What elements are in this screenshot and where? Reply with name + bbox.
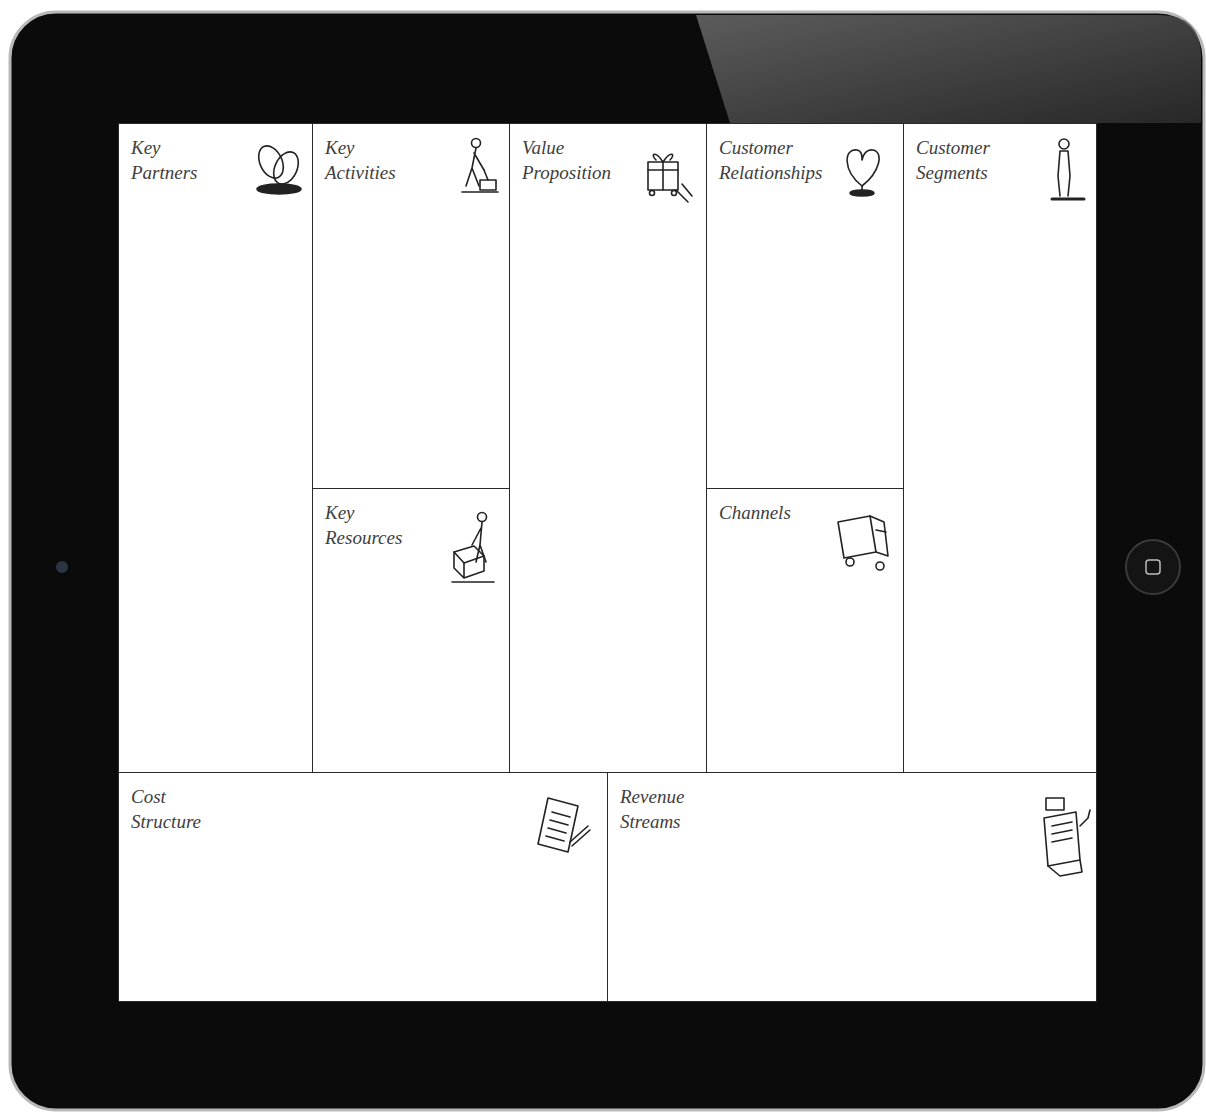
block-heading: Channels bbox=[719, 501, 791, 526]
truck-icon bbox=[838, 516, 888, 570]
canvas-block: Revenue Streams bbox=[607, 772, 1097, 1002]
canvas-ground bbox=[118, 123, 1097, 1002]
home-button bbox=[1126, 540, 1180, 594]
canvas-block: Key Resources bbox=[312, 488, 510, 773]
canvas-block: Key Partners bbox=[118, 123, 313, 773]
tablet-frame bbox=[10, 12, 1204, 1110]
block-heading: Key Activities bbox=[325, 136, 396, 185]
heart-icon bbox=[847, 150, 879, 196]
canvas-block: Channels bbox=[706, 488, 904, 773]
block-heading: Customer Relationships bbox=[719, 136, 822, 185]
block-heading: Key Resources bbox=[325, 501, 402, 550]
home-button-mark bbox=[1146, 560, 1160, 574]
block-heading: Key Partners bbox=[131, 136, 198, 185]
canvas-block: Value Proposition bbox=[509, 123, 707, 773]
block-heading: Value Proposition bbox=[522, 136, 611, 185]
block-heading: Revenue Streams bbox=[620, 785, 684, 834]
canvas-block: Cost Structure bbox=[118, 772, 608, 1002]
resources-icon bbox=[452, 513, 494, 583]
register-icon bbox=[1044, 798, 1090, 876]
tablet-camera bbox=[56, 561, 68, 573]
block-heading: Cost Structure bbox=[131, 785, 201, 834]
canvas-block: Key Activities bbox=[312, 123, 510, 489]
gift-icon bbox=[648, 154, 692, 202]
canvas-block: Customer Relationships bbox=[706, 123, 904, 489]
canvas-block: Customer Segments bbox=[903, 123, 1097, 773]
paper-icon bbox=[538, 798, 590, 852]
screen-glare bbox=[696, 15, 1201, 123]
worker-icon bbox=[462, 139, 498, 193]
person-icon bbox=[1052, 139, 1084, 199]
rings-icon bbox=[254, 142, 303, 194]
block-heading: Customer Segments bbox=[916, 136, 990, 185]
